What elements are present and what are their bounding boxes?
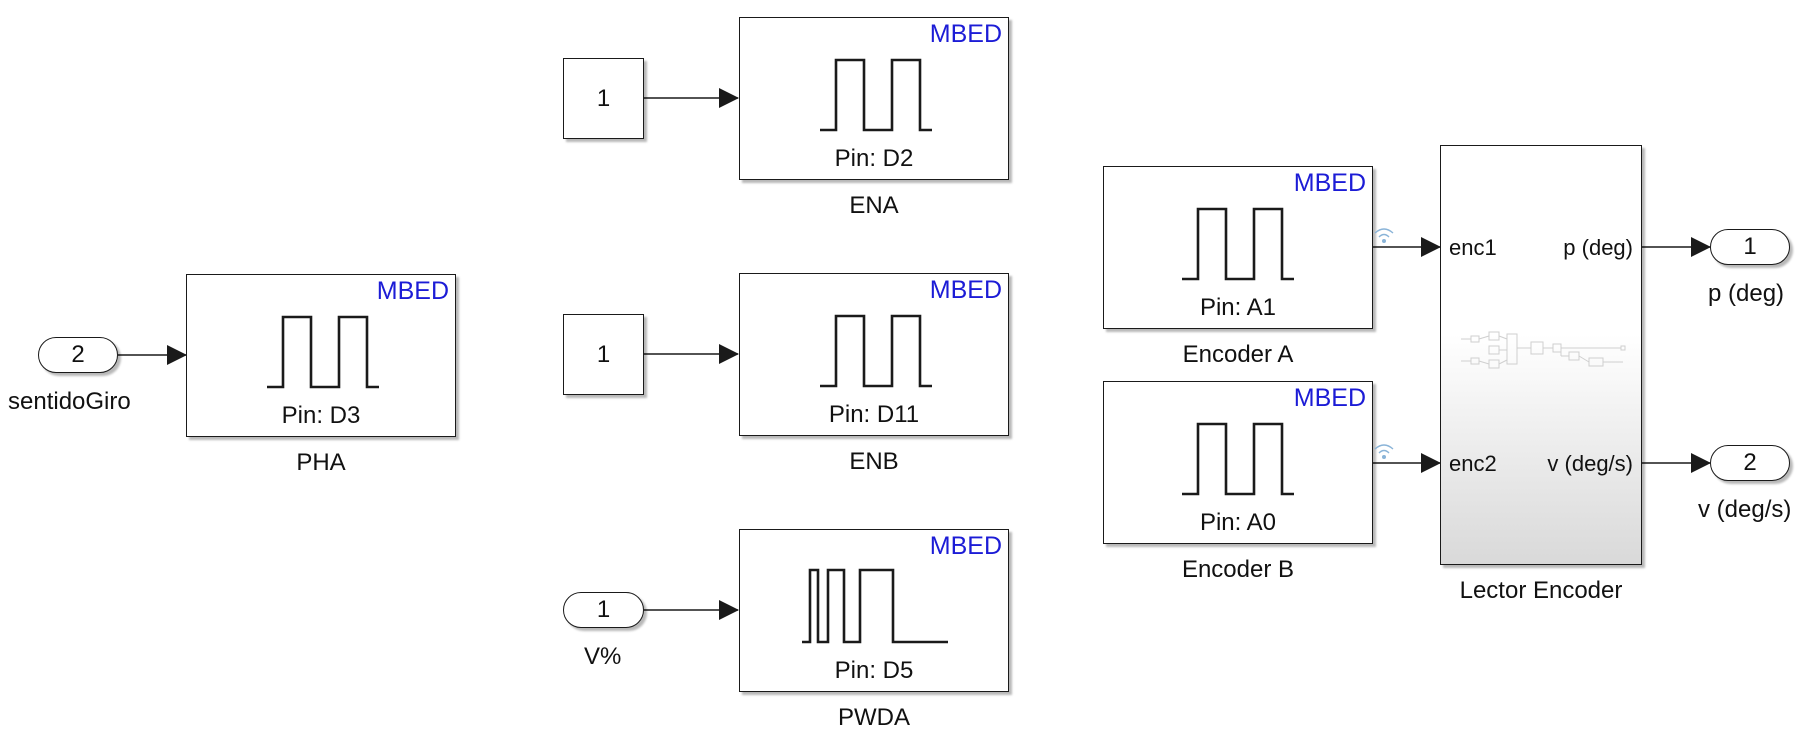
mbed-tag: MBED [1293, 169, 1366, 197]
lector-encoder-name: Lector Encoder [1459, 577, 1623, 604]
constant-block-2[interactable]: 1 [563, 314, 644, 395]
square-wave-icon [1182, 422, 1294, 496]
constant-value: 1 [596, 84, 611, 112]
subsystem-output-p: p (deg) [1563, 235, 1633, 260]
inport-sentido-giro-name: sentidoGiro [8, 388, 131, 415]
pin-label: Pin: D11 [828, 401, 920, 428]
square-wave-icon [267, 315, 379, 389]
pha-block-name: PHA [296, 449, 346, 476]
square-wave-icon [820, 314, 932, 388]
outport-v-deg-s-name: v (deg/s) [1698, 496, 1792, 523]
outport-p-deg-name: p (deg) [1708, 280, 1785, 307]
pwm-wave-icon [802, 568, 948, 644]
lector-encoder-subsystem[interactable]: enc1 p (deg) enc2 v (deg/s) [1440, 145, 1642, 565]
pwda-pwm-out-block[interactable]: MBED Pin: D5 [739, 529, 1009, 692]
pin-label: Pin: D3 [281, 402, 361, 429]
enb-block-name: ENB [849, 448, 899, 475]
subsystem-output-v: v (deg/s) [1547, 451, 1633, 476]
port-number: 2 [71, 341, 85, 368]
outport-p-deg[interactable]: 1 [1710, 229, 1790, 265]
encoder-a-block[interactable]: MBED Pin: A1 [1103, 166, 1373, 329]
port-number: 2 [1743, 449, 1757, 476]
port-number: 1 [596, 596, 611, 623]
subsystem-preview-icon [1461, 331, 1626, 369]
wireless-signal-icon [1374, 444, 1394, 459]
encoder-b-block[interactable]: MBED Pin: A0 [1103, 381, 1373, 544]
encoder-b-block-name: Encoder B [1181, 556, 1295, 583]
ena-digital-out-block[interactable]: MBED Pin: D2 [739, 17, 1009, 180]
encoder-a-block-name: Encoder A [1182, 341, 1294, 368]
pin-label: Pin: D2 [834, 145, 914, 172]
pin-label: Pin: D5 [834, 657, 914, 684]
pwda-block-name: PWDA [838, 704, 910, 731]
square-wave-icon [820, 58, 932, 132]
pha-digital-out-block[interactable]: MBED Pin: D3 [186, 274, 456, 437]
inport-sentido-giro[interactable]: 2 [38, 337, 118, 373]
subsystem-input-enc2: enc2 [1449, 451, 1497, 476]
pin-label: Pin: A0 [1199, 509, 1277, 536]
inport-v-percent[interactable]: 1 [563, 592, 644, 628]
square-wave-icon [1182, 207, 1294, 281]
pin-label: Pin: A1 [1199, 294, 1277, 321]
inport-v-percent-name: V% [584, 643, 622, 670]
port-number: 1 [1743, 233, 1757, 260]
ena-block-name: ENA [849, 192, 899, 219]
constant-block-1[interactable]: 1 [563, 58, 644, 139]
mbed-tag: MBED [376, 277, 449, 305]
mbed-tag: MBED [929, 276, 1002, 304]
constant-value: 1 [596, 340, 611, 368]
mbed-tag: MBED [1293, 384, 1366, 412]
mbed-tag: MBED [929, 20, 1002, 48]
enb-digital-out-block[interactable]: MBED Pin: D11 [739, 273, 1009, 436]
wireless-signal-icon [1374, 228, 1394, 243]
mbed-tag: MBED [929, 532, 1002, 560]
outport-v-deg-s[interactable]: 2 [1710, 445, 1790, 481]
subsystem-input-enc1: enc1 [1449, 235, 1497, 260]
